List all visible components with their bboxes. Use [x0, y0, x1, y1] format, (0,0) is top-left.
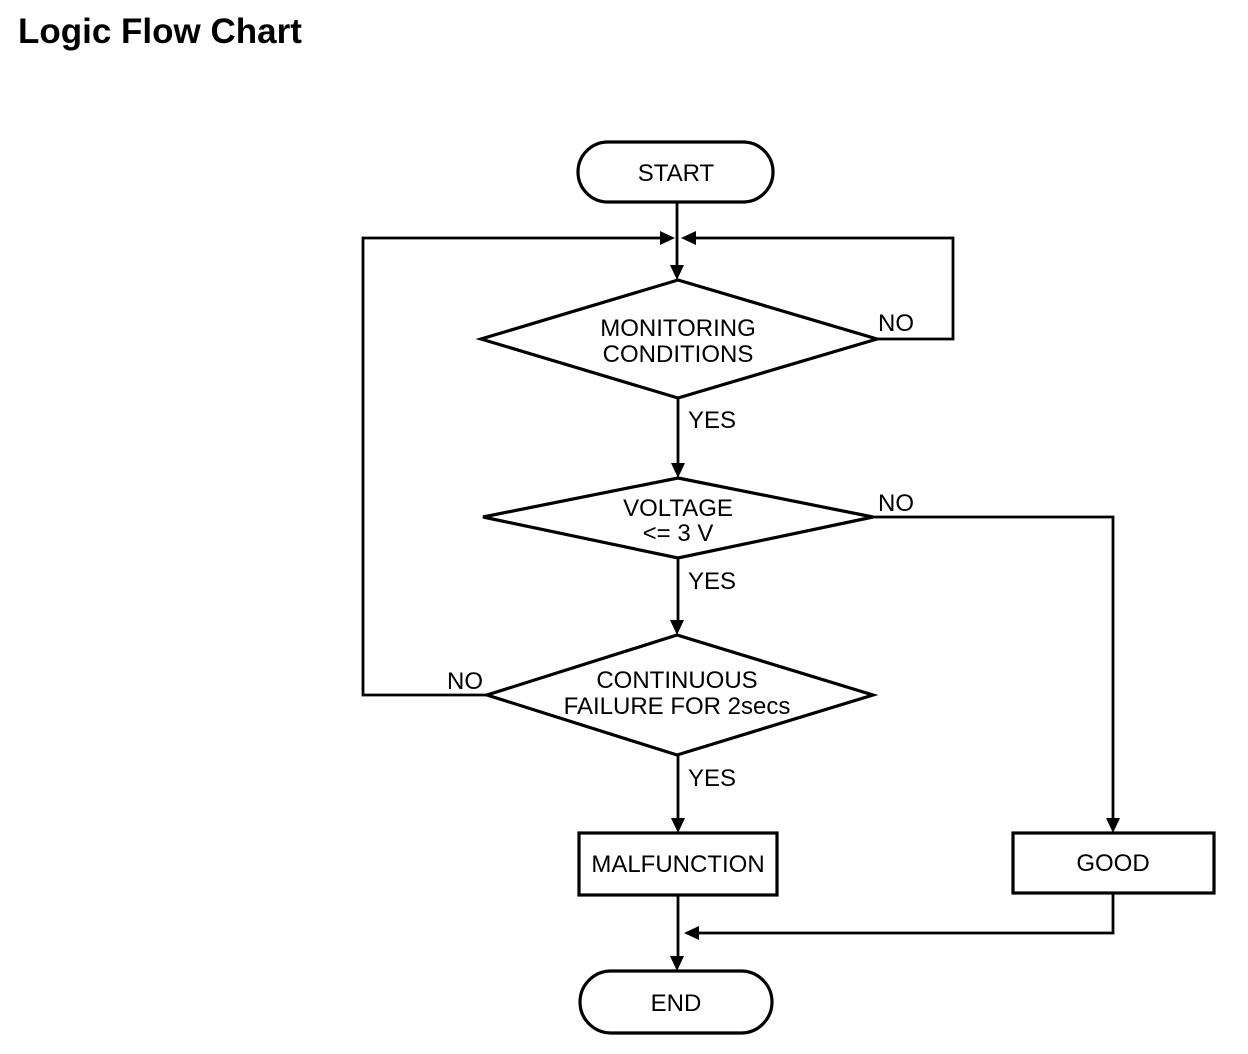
end-node: END: [578, 969, 774, 1035]
voltage-yes-label: YES: [688, 568, 736, 595]
monitoring-conditions-decision: MONITORING CONDITIONS: [475, 278, 883, 400]
arrowhead-continuous-no-junction: [660, 231, 675, 245]
voltage-no-label: NO: [878, 490, 914, 517]
continuous-failure-decision: CONTINUOUS FAILURE FOR 2secs: [481, 633, 879, 757]
voltage-diamond-shape: [482, 476, 874, 560]
edge-monitoring-no-loop: [695, 236, 955, 341]
end-terminator-shape: [578, 969, 774, 1035]
start-node: START: [576, 140, 775, 204]
edge-continuous-no-loop: [361, 236, 661, 697]
voltage-label-line1: VOLTAGE: [623, 495, 733, 522]
continuous-label-line2: FAILURE FOR 2secs: [564, 693, 791, 720]
branch-labels: NO YES NO YES NO YES: [447, 310, 914, 792]
monitoring-yes-label: YES: [688, 407, 736, 434]
malfunction-node: MALFUNCTION: [577, 831, 779, 897]
end-label: END: [651, 990, 702, 1017]
continuous-yes-label: YES: [688, 765, 736, 792]
arrowhead-into-continuous: [670, 620, 684, 635]
arrowhead-into-monitoring: [670, 265, 684, 280]
monitoring-label-line2: CONDITIONS: [603, 341, 754, 368]
continuous-diamond-shape: [481, 633, 879, 757]
arrowhead-into-end: [670, 956, 684, 971]
voltage-label-line2: <= 3 V: [643, 520, 714, 547]
arrowhead-into-malfunction: [671, 818, 685, 833]
monitoring-no-label: NO: [878, 310, 914, 337]
edge-good-to-join: [698, 893, 1115, 935]
page-title: Logic Flow Chart: [18, 12, 302, 51]
flowchart-edges: [361, 202, 1120, 971]
arrowhead-good-join: [684, 926, 699, 940]
arrowhead-into-voltage: [671, 463, 685, 478]
monitoring-label-line1: MONITORING: [600, 315, 756, 342]
malfunction-label: MALFUNCTION: [591, 851, 764, 878]
start-terminator-shape: [576, 140, 775, 204]
continuous-no-label: NO: [447, 668, 483, 695]
arrowhead-monitoring-no-junction: [681, 231, 696, 245]
good-label: GOOD: [1076, 850, 1149, 877]
monitoring-diamond-shape: [475, 278, 883, 400]
voltage-decision: VOLTAGE <= 3 V: [482, 476, 874, 560]
good-box-shape: [1011, 831, 1216, 895]
start-label: START: [638, 160, 715, 187]
malfunction-box-shape: [577, 831, 779, 897]
good-node: GOOD: [1011, 831, 1216, 895]
arrowhead-into-good: [1106, 818, 1120, 833]
continuous-label-line1: CONTINUOUS: [596, 667, 757, 694]
edge-voltage-no: [872, 515, 1115, 819]
